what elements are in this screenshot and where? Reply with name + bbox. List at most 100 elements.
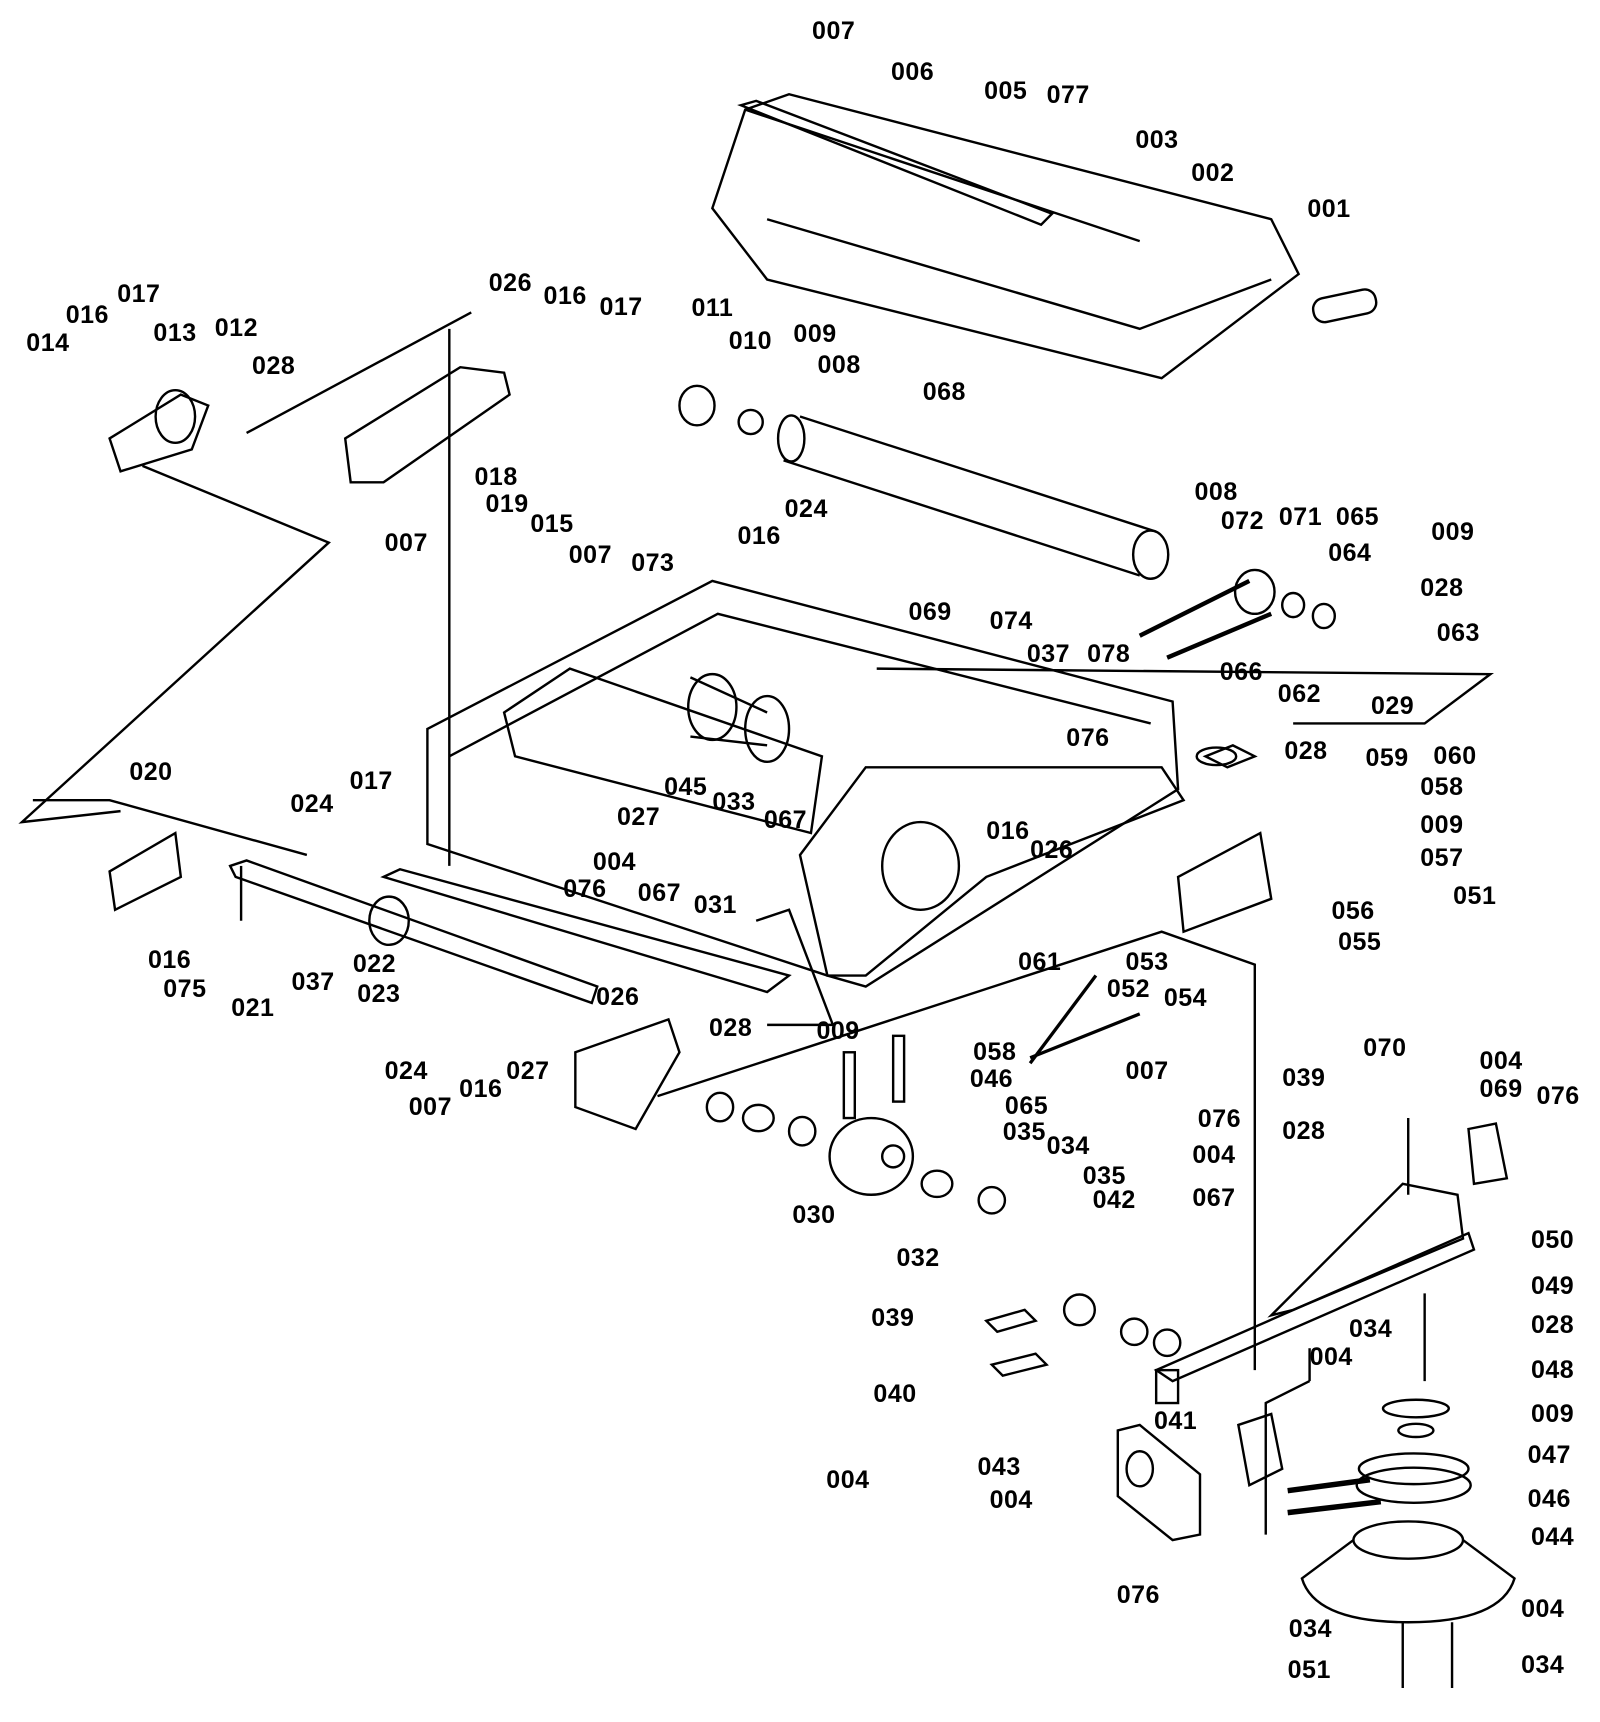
- part-number-label: 034: [1288, 1615, 1332, 1644]
- part-number-label: 058: [973, 1037, 1017, 1066]
- part-number-label: 057: [1420, 843, 1464, 872]
- part-number-label: 075: [163, 975, 207, 1004]
- part-number-label: 026: [596, 983, 640, 1012]
- part-number-label: 055: [1338, 928, 1382, 957]
- part-number-label: 043: [977, 1453, 1021, 1482]
- part-number-label: 069: [1479, 1075, 1523, 1104]
- part-number-label: 063: [1436, 619, 1480, 648]
- part-number-label: 048: [1530, 1355, 1575, 1384]
- part-number-label: 004: [1479, 1046, 1523, 1075]
- part-number-label: 028: [1530, 1310, 1575, 1339]
- part-number-label: 016: [543, 281, 587, 310]
- part-number-label: 017: [599, 292, 643, 321]
- part-number-label: 054: [1163, 984, 1208, 1013]
- part-number-label: 069: [908, 598, 952, 627]
- part-number-label: 051: [1453, 882, 1497, 911]
- part-number-label: 074: [989, 607, 1033, 636]
- part-number-label: 028: [1420, 574, 1464, 603]
- part-number-label: 027: [506, 1056, 550, 1085]
- part-number-label: 024: [784, 495, 828, 524]
- part-number-label: 004: [592, 848, 637, 877]
- part-number-label: 052: [1106, 975, 1151, 1004]
- part-number-label: 037: [1026, 640, 1071, 669]
- part-number-label: 014: [26, 328, 70, 357]
- part-number-label: 076: [1536, 1081, 1580, 1110]
- part-number-label: 040: [873, 1379, 917, 1408]
- part-number-label: 004: [1309, 1342, 1353, 1371]
- part-number-label: 058: [1420, 772, 1464, 801]
- part-number-label: 070: [1363, 1033, 1407, 1062]
- main-roller: [678, 384, 1336, 660]
- part-number-label: 003: [1135, 126, 1179, 155]
- part-number-label: 035: [1002, 1117, 1046, 1146]
- side-broom: [1287, 1118, 1516, 1689]
- part-number-label: 018: [474, 462, 518, 491]
- part-number-label: 013: [153, 319, 197, 347]
- part-number-label: 019: [485, 489, 529, 518]
- part-number-label: 009: [1431, 518, 1475, 547]
- part-number-label: 004: [989, 1486, 1033, 1515]
- part-number-label: 012: [214, 313, 258, 342]
- part-number-label: 024: [384, 1056, 428, 1085]
- part-number-label: 029: [1370, 691, 1415, 720]
- part-number-label: 028: [252, 351, 296, 380]
- part-number-label: 004: [1192, 1140, 1236, 1169]
- part-number-label: 031: [693, 891, 737, 920]
- part-number-label: 067: [1192, 1183, 1236, 1212]
- part-number-label: 007: [408, 1092, 452, 1121]
- drive-assembly: [657, 930, 1256, 1371]
- part-number-label: 016: [147, 945, 192, 974]
- part-number-label: 051: [1287, 1655, 1331, 1684]
- part-number-label: 046: [969, 1065, 1014, 1094]
- part-number-label: 078: [1087, 640, 1131, 669]
- left-bearing-bracket: [18, 311, 511, 866]
- part-number-label: 007: [812, 16, 856, 45]
- part-number-label: 004: [1521, 1594, 1565, 1623]
- part-number-label: 005: [984, 76, 1028, 105]
- part-number-label: 021: [231, 994, 275, 1023]
- part-number-label: 072: [1220, 507, 1265, 536]
- sweeper-frame: [426, 579, 1494, 988]
- part-number-label: 028: [709, 1013, 753, 1042]
- part-number-label: 042: [1092, 1185, 1136, 1214]
- part-number-label: 001: [1307, 195, 1351, 224]
- part-number-label: 016: [459, 1075, 503, 1104]
- part-number-label: 007: [384, 529, 428, 558]
- part-number-label: 026: [1030, 836, 1074, 865]
- part-number-label: 044: [1530, 1523, 1575, 1552]
- part-number-label: 068: [922, 378, 966, 407]
- side-rail: [32, 798, 835, 1131]
- part-number-label: 020: [129, 758, 173, 787]
- part-number-label: 056: [1331, 896, 1375, 925]
- part-number-label: 066: [1219, 657, 1263, 686]
- part-number-label: 060: [1433, 742, 1477, 770]
- part-number-label: 009: [1420, 811, 1464, 840]
- part-number-label: 034: [1349, 1315, 1393, 1344]
- part-number-label: 035: [1082, 1161, 1126, 1190]
- part-number-label: 028: [1282, 1116, 1326, 1145]
- part-number-label: 034: [1521, 1650, 1565, 1679]
- side-broom-arm: [984, 1122, 1509, 1542]
- part-number-label: 016: [737, 521, 781, 550]
- part-number-label: 076: [563, 874, 607, 903]
- part-number-label: 006: [890, 58, 935, 87]
- part-number-label: 002: [1191, 159, 1235, 187]
- part-number-label: 076: [1116, 1581, 1160, 1610]
- part-number-label: 009: [816, 1017, 860, 1046]
- part-number-label: 049: [1530, 1272, 1575, 1301]
- part-number-label: 030: [792, 1201, 836, 1230]
- part-number-label: 007: [568, 541, 612, 570]
- part-number-label: 039: [1282, 1064, 1326, 1093]
- part-number-label: 073: [631, 549, 675, 578]
- part-number-label: 064: [1328, 539, 1372, 568]
- part-number-label: 011: [691, 293, 734, 322]
- part-number-label: 039: [871, 1304, 915, 1333]
- part-number-label: 009: [1530, 1399, 1575, 1428]
- part-number-label: 016: [986, 816, 1030, 845]
- part-number-label: 050: [1530, 1226, 1575, 1255]
- part-number-label: 024: [290, 790, 334, 819]
- part-number-label: 047: [1527, 1441, 1571, 1470]
- part-number-label: 071: [1278, 503, 1323, 532]
- part-number-label: 053: [1125, 948, 1169, 977]
